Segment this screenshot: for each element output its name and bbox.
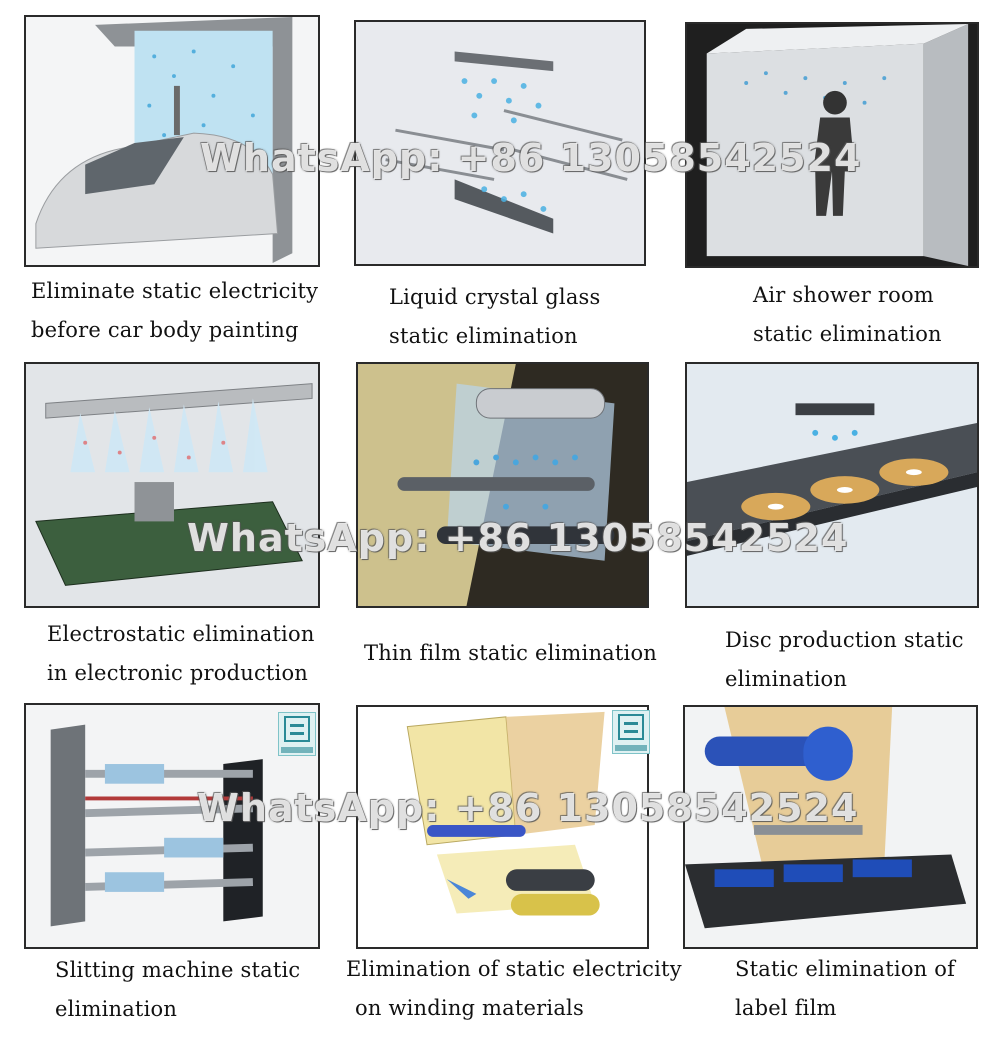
image-label-film <box>683 705 978 949</box>
image-air-shower-room <box>685 22 979 268</box>
image-electronic-production <box>24 362 320 608</box>
image-thin-film <box>356 362 649 608</box>
caption-thin-film: Thin film static elimination <box>364 641 658 665</box>
watermark-text-1: WhatsApp: +86 13058542524 <box>200 136 862 180</box>
image-winding-materials <box>356 705 649 949</box>
watermark-text-2: WhatsApp: +86 13058542524 <box>187 516 849 560</box>
brand-logo-icon-2 <box>612 710 650 754</box>
image-slitting-machine <box>24 703 320 949</box>
watermark-text-3: WhatsApp: +86 13058542524 <box>197 786 859 830</box>
image-car-body-painting <box>24 15 320 267</box>
image-liquid-crystal-glass <box>354 20 646 266</box>
image-disc-production <box>685 362 979 608</box>
brand-logo-icon <box>278 712 316 756</box>
